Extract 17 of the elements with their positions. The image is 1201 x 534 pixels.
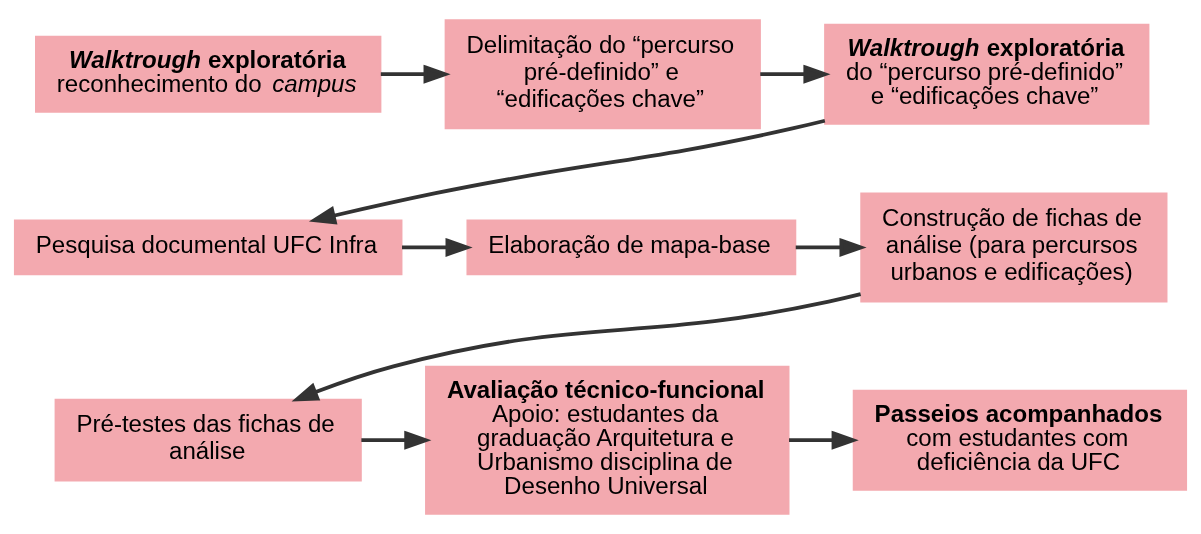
- arrow: [402, 237, 473, 257]
- node-box: Elaboração de mapa-base: [466, 219, 797, 276]
- node-box: Avaliação técnico-funcional Apoio: estudantes da graduação Arquitetura e Urbanismo disciplina de Desenho Universal: [425, 365, 790, 515]
- node-box: Walktrough exploratória reconhecimento do campus: [35, 35, 382, 113]
- arrow: [789, 430, 859, 450]
- arrow: [795, 237, 867, 257]
- arrow: [380, 64, 451, 84]
- node-box: Pesquisa documental UFC Infra: [13, 219, 403, 276]
- node-box: Delimitação do “percurso pré-definido” e “edificações chave”: [444, 19, 761, 130]
- node-box: Walktrough exploratória do “percurso pré-definido” e “edificações chave”: [824, 23, 1150, 125]
- node-box: Construção de fichas de análise (para percursos urbanos e edificações): [860, 192, 1168, 303]
- node-box: Pré-testes das fichas de análise: [54, 398, 362, 482]
- arrow: [361, 430, 432, 450]
- node-box: Passeios acompanhados com estudantes com deficiência da UFC: [852, 389, 1188, 491]
- arrow: [291, 292, 862, 402]
- arrow: [308, 118, 826, 225]
- arrow: [760, 64, 831, 84]
